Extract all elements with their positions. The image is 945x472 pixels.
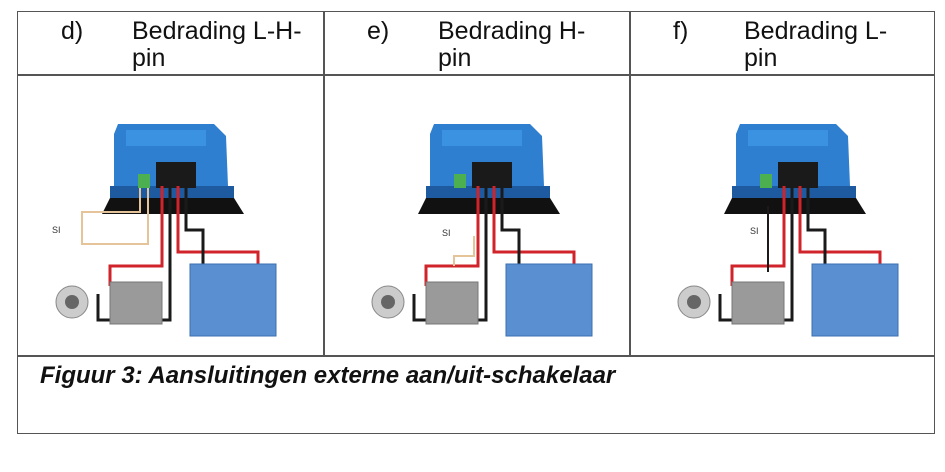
wiring-diagram-f: SI: [677, 124, 899, 337]
caption-divider: [18, 355, 934, 357]
battery-small-icon: [425, 281, 479, 325]
figure-table: d) Bedrading L-H-pin e) Bedrading H-pin …: [17, 11, 935, 434]
controller-icon: [724, 124, 866, 214]
battery-main-icon: [189, 263, 277, 337]
battery-small-icon: [109, 281, 163, 325]
controller-icon: [418, 124, 560, 214]
battery-small-icon: [731, 281, 785, 325]
switch-label: SI: [442, 228, 451, 238]
panel-title: Bedrading L-pin: [744, 17, 888, 72]
battery-main-icon: [811, 263, 899, 337]
battery-main-icon: [505, 263, 593, 337]
panel-header-d: d) Bedrading L-H-pin: [18, 12, 323, 74]
figure-caption: Figuur 3: Aansluitingen externe aan/uit-…: [40, 362, 616, 389]
wiring-diagram-d: SI: [52, 124, 277, 337]
switch-label: SI: [52, 225, 61, 235]
header-divider: [18, 74, 934, 76]
switch-label: SI: [750, 226, 759, 236]
column-divider: [629, 12, 631, 356]
panel-letter: d): [61, 17, 84, 45]
panel-header-f: f) Bedrading L-pin: [630, 12, 935, 74]
panel-letter: f): [673, 17, 689, 45]
panel-title: Bedrading H-pin: [438, 17, 586, 72]
panel-header-e: e) Bedrading H-pin: [324, 12, 629, 74]
controller-icon: [102, 124, 244, 214]
panel-letter: e): [367, 17, 390, 45]
wiring-diagram-e: SI: [371, 124, 593, 337]
column-divider: [323, 12, 325, 356]
panel-title: Bedrading L-H-pin: [132, 17, 302, 72]
